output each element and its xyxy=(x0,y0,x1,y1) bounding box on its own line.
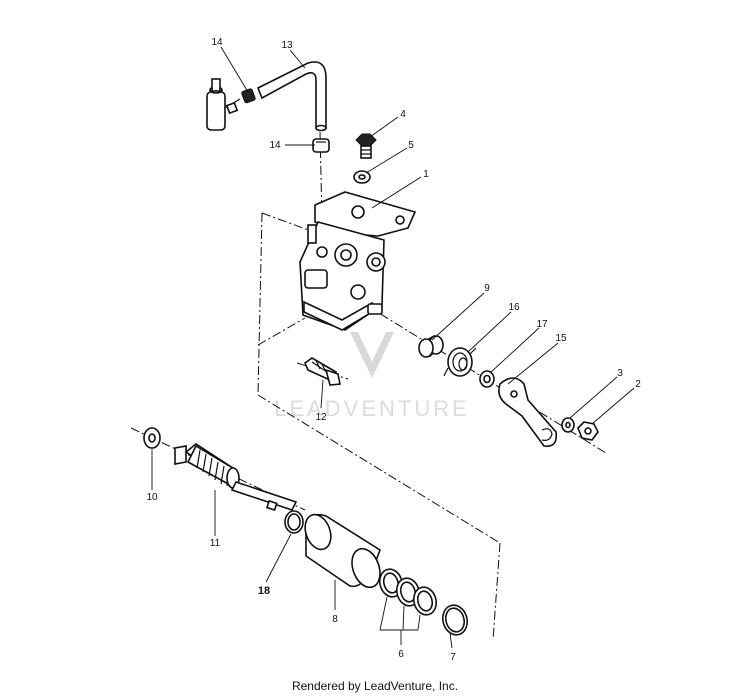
part-11-drive-gear-shaft xyxy=(174,443,298,512)
part-17-washer xyxy=(479,370,495,388)
watermark-text: LEADVENTURE xyxy=(274,396,470,421)
callout-4: 4 xyxy=(400,109,406,120)
callout-6: 6 xyxy=(398,649,404,660)
callout-2: 2 xyxy=(635,379,641,390)
callout-10: 10 xyxy=(146,492,158,503)
part-5-washer xyxy=(353,170,371,184)
part-13-oil-line xyxy=(256,61,327,132)
callout-14-upper: 14 xyxy=(211,37,223,48)
part-4-bleeder-screw xyxy=(355,133,377,159)
part-10-washer xyxy=(143,427,161,449)
leadventure-watermark: LEADVENTURE xyxy=(274,332,470,421)
leader-lines xyxy=(151,46,635,649)
part-12-bolt xyxy=(304,357,341,386)
callout-18: 18 xyxy=(258,585,270,597)
callout-5: 5 xyxy=(408,140,414,151)
part-1-oil-pump xyxy=(299,191,417,331)
part-2-nut xyxy=(577,421,599,441)
callout-17: 17 xyxy=(536,319,548,330)
part-6-shims xyxy=(378,568,438,616)
rendered-by-footer: Rendered by LeadVenture, Inc. xyxy=(291,679,459,693)
callout-11: 11 xyxy=(210,538,221,549)
part-15-control-lever xyxy=(498,377,558,448)
part-14-clamp-lower xyxy=(312,138,330,153)
part-16-spring xyxy=(443,347,477,377)
part-18-o-ring xyxy=(284,510,304,534)
callout-9: 9 xyxy=(484,283,490,294)
callout-7: 7 xyxy=(450,652,456,663)
callout-labels: 14 13 14 4 5 1 9 16 17 15 3 2 12 10 11 1… xyxy=(146,37,641,663)
callout-1: 1 xyxy=(423,169,429,180)
callout-16: 16 xyxy=(508,302,520,313)
callout-3: 3 xyxy=(617,368,623,379)
callout-8: 8 xyxy=(332,614,338,625)
callout-13: 13 xyxy=(281,40,293,51)
part-7-o-ring xyxy=(441,604,469,636)
callout-12: 12 xyxy=(315,412,327,423)
watermark-logo-icon xyxy=(350,332,394,378)
part-3-washer xyxy=(561,417,575,433)
part-8-sleeve xyxy=(304,513,381,589)
part-14-fitting-upper xyxy=(206,78,256,131)
part-9-collar xyxy=(418,334,444,358)
callout-14-lower: 14 xyxy=(269,140,281,151)
callout-15: 15 xyxy=(555,333,567,344)
